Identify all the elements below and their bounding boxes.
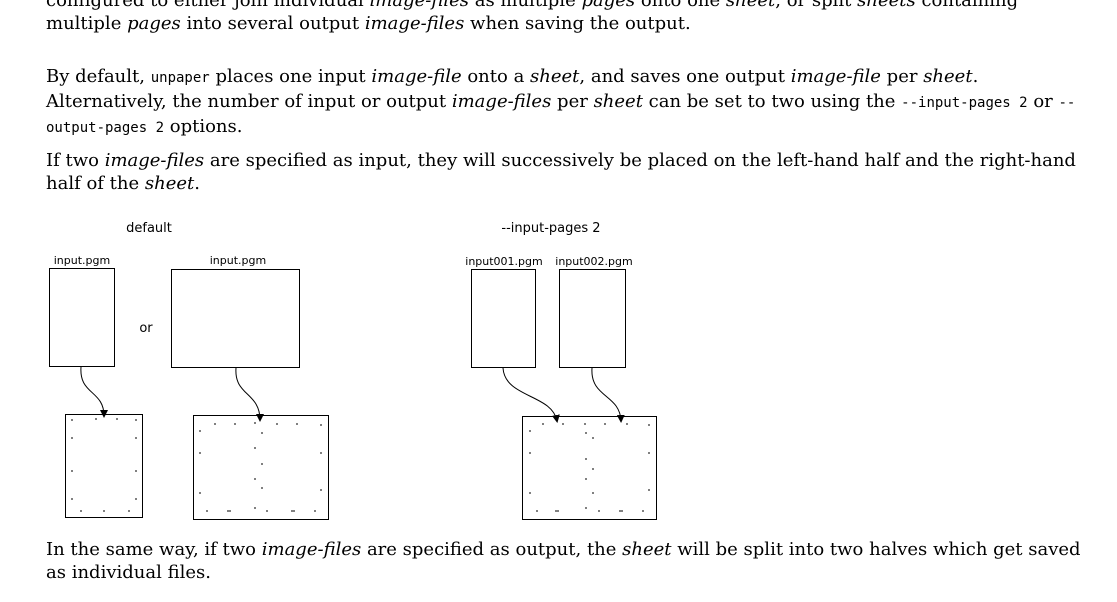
text: options. xyxy=(164,116,243,137)
emphasis: pages xyxy=(127,13,181,34)
text: per xyxy=(880,66,924,87)
text: onto one xyxy=(635,0,726,11)
sheet-two-inputs xyxy=(522,416,657,520)
text: as multiple xyxy=(468,0,582,11)
diagram-label-input-pages: --input-pages 2 xyxy=(501,221,600,236)
input-pages-diagram: default --input-pages 2 or input.pgm inp… xyxy=(49,221,657,520)
file-label-input001: input001.pgm xyxy=(465,255,542,268)
text: In the same way, if two xyxy=(46,539,262,560)
code-unpaper: unpaper xyxy=(150,70,210,86)
code-output-pages: --output-pages 2 xyxy=(46,95,1076,136)
input-image-portrait xyxy=(49,268,115,367)
emphasis: sheet xyxy=(144,173,195,194)
emphasis: image-files xyxy=(451,91,552,112)
arrow-input002 xyxy=(591,367,625,423)
emphasis: image-files xyxy=(369,0,469,11)
text: If two xyxy=(46,150,105,171)
diagram-label-default: default xyxy=(126,221,172,236)
emphasis: image-file xyxy=(790,66,881,87)
emphasis: image-files xyxy=(364,13,465,34)
text: are specified as output, the xyxy=(361,539,623,560)
arrow-portrait xyxy=(80,366,108,418)
file-label-landscape: input.pgm xyxy=(210,254,266,267)
paragraph-intro-continued: configured to either join individual ima… xyxy=(46,0,1096,35)
input-image-input001 xyxy=(471,269,536,368)
emphasis: sheet xyxy=(593,91,643,112)
text: , and saves one output xyxy=(579,66,791,87)
paragraph-default-behaviour: By default, unpaper places one input ima… xyxy=(46,65,1096,140)
file-label-input002: input002.pgm xyxy=(555,255,632,268)
text: By default, xyxy=(46,66,151,87)
diagram-label-or: or xyxy=(139,321,153,336)
emphasis: image-files xyxy=(104,150,205,171)
text: will be split into two halves which get … xyxy=(46,539,1081,583)
text: onto a xyxy=(461,66,531,87)
emphasis: sheet xyxy=(530,66,580,87)
arrow-landscape xyxy=(235,367,264,422)
emphasis: image-files xyxy=(261,539,362,560)
file-label-portrait: input.pgm xyxy=(54,254,110,267)
sheet-portrait xyxy=(65,414,143,518)
emphasis: sheet xyxy=(725,0,776,11)
paragraph-two-outputs: In the same way, if two image-files are … xyxy=(46,538,1096,584)
text: containing multiple xyxy=(46,0,1019,34)
text: configured to either join individual xyxy=(46,0,370,11)
text: can be set to two using the xyxy=(642,91,902,112)
text: per xyxy=(551,91,594,112)
text: . xyxy=(194,173,200,194)
text: or xyxy=(1027,91,1059,112)
text: into several output xyxy=(180,13,365,34)
emphasis: pages xyxy=(581,0,636,11)
text: are specified as input, they will succes… xyxy=(46,150,1076,194)
emphasis: sheets xyxy=(857,0,916,11)
input-image-input002 xyxy=(559,269,626,368)
code-input-pages: --input-pages 2 xyxy=(901,95,1028,111)
input-image-landscape xyxy=(171,269,300,368)
emphasis: sheet xyxy=(923,66,973,87)
text: , or split xyxy=(775,0,858,11)
text: when saving the output. xyxy=(464,13,691,34)
emphasis: image-file xyxy=(371,66,462,87)
sheet-landscape xyxy=(193,415,329,520)
paragraph-two-inputs: If two image-files are specified as inpu… xyxy=(46,149,1096,195)
emphasis: sheet xyxy=(622,539,672,560)
text: places one input xyxy=(209,66,372,87)
arrow-input001 xyxy=(502,367,560,423)
text: . Alternatively, the number of input or … xyxy=(46,66,979,112)
